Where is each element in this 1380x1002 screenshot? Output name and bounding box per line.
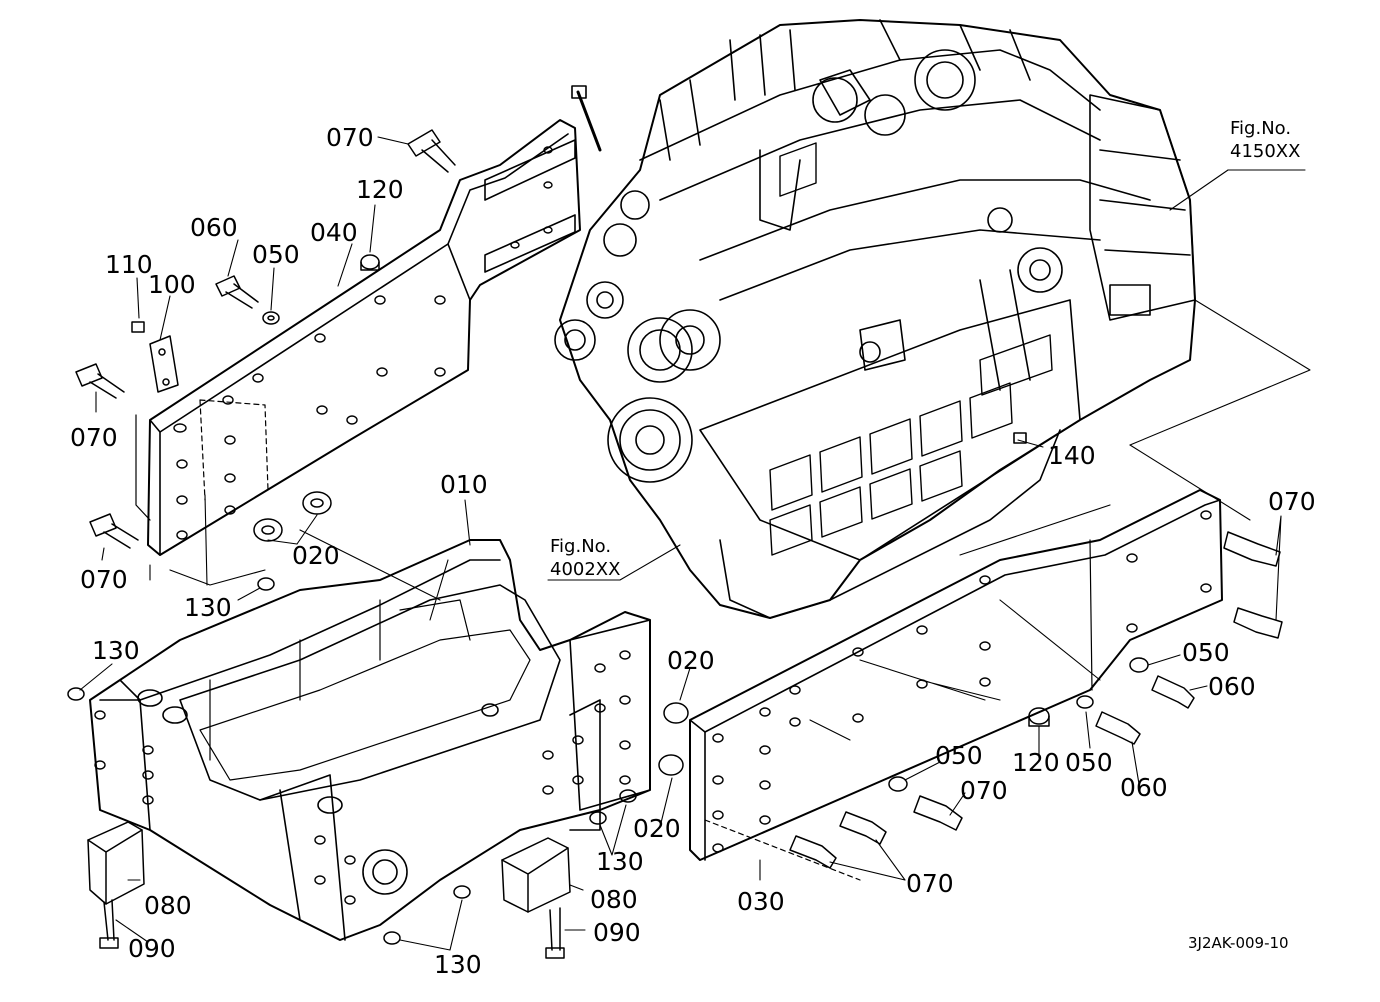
figure-reference-4150xx: Fig.No. 4150XX — [1230, 118, 1300, 163]
part-label-090-right: 090 — [593, 918, 641, 947]
part-label-020-left: 020 — [292, 541, 340, 570]
leader-lines — [80, 137, 1310, 950]
figure-reference-number: 4002XX — [550, 558, 621, 580]
part-label-110: 110 — [105, 250, 153, 279]
part-label-130-upper: 130 — [184, 593, 232, 622]
right-mounting-plate-030 — [690, 490, 1222, 880]
part-label-130-bottom: 130 — [434, 950, 482, 979]
part-label-050-right-low: 050 — [935, 741, 983, 770]
part-label-070-top: 070 — [326, 123, 374, 152]
part-label-050-right-mid: 050 — [1065, 748, 1113, 777]
part-label-060-left: 060 — [190, 213, 238, 242]
left-mounting-plate-040 — [136, 120, 580, 555]
part-label-060-right-low: 060 — [1120, 773, 1168, 802]
part-label-090-left: 090 — [128, 934, 176, 963]
small-parts — [68, 130, 1282, 958]
part-label-100: 100 — [148, 270, 196, 299]
part-label-070-mid-left: 070 — [70, 423, 118, 452]
part-label-070-right-top: 070 — [1268, 487, 1316, 516]
part-label-060-right-top: 060 — [1208, 672, 1256, 701]
front-bracket-010 — [90, 540, 650, 940]
part-label-050-left: 050 — [252, 240, 300, 269]
part-label-020-right-upper: 020 — [667, 646, 715, 675]
figure-reference-4002xx: Fig.No. 4002XX — [550, 536, 620, 581]
part-label-070-lower-left: 070 — [80, 565, 128, 594]
part-label-050-right-top: 050 — [1182, 638, 1230, 667]
part-label-120-left: 120 — [356, 175, 404, 204]
part-label-130-mid: 130 — [596, 847, 644, 876]
figure-reference-caption: Fig.No. — [1230, 118, 1292, 139]
drawing-code: 3J2AK-009-10 — [1188, 934, 1289, 952]
part-label-070-right-mid: 070 — [960, 776, 1008, 805]
part-label-030: 030 — [737, 887, 785, 916]
part-label-130-left: 130 — [92, 636, 140, 665]
part-label-040: 040 — [310, 218, 358, 247]
engine-assembly — [555, 20, 1195, 618]
part-label-020-right-lower: 020 — [633, 814, 681, 843]
part-label-010: 010 — [440, 470, 488, 499]
figure-reference-number: 4150XX — [1230, 140, 1301, 162]
part-label-080-right: 080 — [590, 885, 638, 914]
part-label-070-right-bottom: 070 — [906, 869, 954, 898]
part-label-140: 140 — [1048, 441, 1096, 470]
part-label-120-right: 120 — [1012, 748, 1060, 777]
part-label-080-left: 080 — [144, 891, 192, 920]
figure-reference-caption: Fig.No. — [550, 536, 612, 557]
